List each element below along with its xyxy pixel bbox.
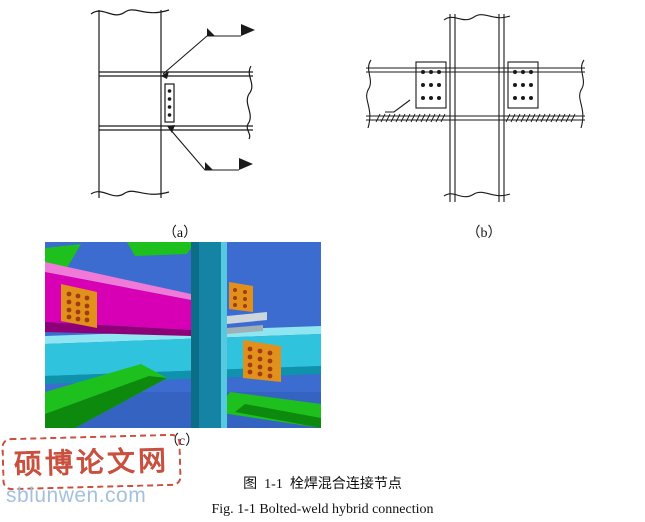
column-a	[90, 9, 170, 198]
green-beam-bottom-left	[45, 364, 167, 428]
break-mark-top	[443, 14, 511, 21]
bolt-plate-left	[415, 61, 447, 109]
figure-b-line-drawing	[366, 14, 585, 202]
subfigure-label-a: （a）	[162, 226, 198, 241]
break-mark-right	[579, 59, 585, 129]
splice-plates	[385, 61, 539, 113]
weld-symbols	[161, 24, 255, 170]
figure-caption-chinese: 图 1-1 栓焊混合连接节点	[243, 477, 402, 492]
subfigure-label-b: （b）	[466, 226, 502, 241]
break-mark-bottom	[443, 191, 511, 198]
bolts-a	[167, 89, 172, 117]
break-mark-left	[366, 59, 372, 129]
subfigure-label-c: （c）	[164, 434, 200, 449]
bolt-plate-far-beam	[229, 282, 253, 312]
figure-a-line-drawing	[90, 9, 255, 198]
weld-leaders	[162, 35, 241, 171]
break-mark-top	[90, 9, 170, 16]
figure-caption-english: Fig. 1-1 Bolted-weld hybrid connection	[211, 502, 434, 517]
beam-a	[161, 65, 253, 140]
figure-c-3d-render	[45, 242, 321, 428]
beam-b	[366, 59, 585, 129]
column-b	[443, 14, 511, 202]
stiffener-plates	[227, 312, 267, 334]
leader-line	[385, 99, 411, 113]
steel-column	[191, 242, 227, 428]
weld-hatch	[375, 113, 576, 123]
weld-flag-top	[241, 24, 255, 36]
weld-flag-bottom	[239, 158, 253, 170]
watermark-site-url: sblunwen.com	[6, 484, 147, 507]
green-beam-bottom-right	[215, 392, 321, 428]
bolt-plate-cyan-web	[243, 340, 281, 382]
break-mark-bottom	[90, 190, 170, 197]
bolt-plate-right	[507, 61, 539, 109]
break-mark-beam-end	[246, 65, 253, 140]
shear-tab	[164, 83, 175, 123]
bolt-plate-magenta-web	[61, 284, 97, 328]
bolts-b	[421, 70, 533, 100]
